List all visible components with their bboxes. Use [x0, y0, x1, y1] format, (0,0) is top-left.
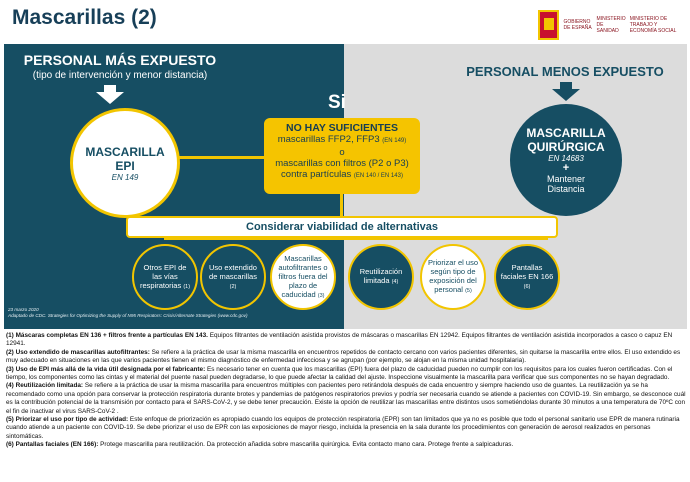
note-1-head: (1) Máscaras completas EN 136 + filtros … — [6, 332, 208, 339]
epi-title-1: MASCARILLA — [85, 144, 165, 159]
option-3-ref: (3) — [317, 292, 325, 299]
source-text: Adaptado de CDC. Strategies for Optimizi… — [8, 313, 248, 318]
option-3-text: Mascarillas autofiltrantes o filtros fue… — [278, 253, 328, 299]
epi-title-2: EPI — [115, 158, 135, 173]
note-1: (1) Máscaras completas EN 136 + filtros … — [6, 332, 686, 349]
option-6-circle: Pantallas faciales EN 166 (6) — [494, 244, 560, 310]
option-4-text: Reutilización limitada — [359, 267, 403, 285]
arrow-head-right-icon — [552, 89, 580, 101]
epi-std: EN 149 — [111, 172, 139, 182]
footnotes: (1) Máscaras completas EN 136 + filtros … — [6, 332, 686, 450]
option-1-circle: Otros EPI de las vías respiratorias (1) — [132, 244, 198, 310]
note-4-head: (4) Reutilización limitada: — [6, 382, 84, 390]
note-2: (2) Uso extendido de mascarillas autofil… — [6, 349, 686, 366]
shortage-line2: mascarillas con filtros (P2 o P3) — [275, 158, 409, 169]
option-6-text: Pantallas faciales EN 166 — [500, 262, 554, 281]
note-2-body: Se refiere a la práctica de usar la mism… — [6, 348, 681, 365]
note-6: (6) Pantallas faciales (EN 166): Protege… — [6, 441, 686, 449]
government-logo: GOBIERNO DE ESPAÑA MINISTERIO DE SANIDAD… — [538, 8, 683, 42]
option-5-circle: Priorizar el uso según tipo de exposició… — [420, 244, 486, 310]
shortage-line3-std: (EN 140 / EN 143) — [353, 173, 403, 179]
surgical-title-2: QUIRÚRGICA — [527, 140, 605, 154]
note-4: (4) Reutilización limitada: Se refiere a… — [6, 382, 686, 416]
option-2-ref: (2) — [229, 283, 237, 290]
logo-ministry: MINISTERIO DE SANIDAD — [596, 16, 626, 34]
note-5: (5) Priorizar el uso por tipo de activid… — [6, 416, 686, 441]
note-4-body: Se refiere a la práctica de usar la mism… — [6, 382, 686, 415]
option-1-text: Otros EPI de las vías respiratorias — [139, 262, 187, 290]
surgical-std: EN 14683 — [548, 154, 584, 163]
less-exposed-heading: PERSONAL MENOS EXPUESTO — [466, 64, 664, 79]
shortage-title: NO HAY SUFICIENTES — [285, 122, 399, 134]
surgical-extra-2: Distancia — [547, 184, 585, 194]
surgical-title-1: MASCARILLA — [526, 126, 606, 140]
option-2-circle: Uso extendido de mascarillas (2) — [200, 244, 266, 310]
connector-epi-to-box — [174, 156, 264, 159]
arrow-head-left-icon — [96, 92, 124, 104]
note-3-head: (3) Uso de EPI más allá de la vida útil … — [6, 365, 206, 373]
alternatives-bar: Considerar viabilidad de alternativas — [126, 216, 558, 238]
page-title: Mascarillas (2) — [12, 6, 157, 29]
shortage-or: o — [339, 147, 345, 158]
note-2-head: (2) Uso extendido de mascarillas autofil… — [6, 348, 150, 356]
option-1-ref: (1) — [183, 283, 191, 290]
note-1-body: Equipos filtrantes de ventilación asisti… — [6, 332, 673, 348]
alternatives-tree-line — [164, 238, 548, 240]
arrow-down-right-icon — [560, 82, 572, 90]
option-2-text: Uso extendido de mascarillas — [209, 262, 257, 281]
logo-extra: MINISTERIO DE TRABAJO Y ECONOMÍA SOCIAL — [629, 16, 677, 34]
shortage-box: NO HAY SUFICIENTES mascarillas FFP2, FFP… — [264, 118, 420, 194]
epi-mask-circle: MASCARILLA EPI EN 149 — [70, 108, 180, 218]
surgical-plus: + — [562, 162, 570, 174]
coat-of-arms-icon — [538, 10, 560, 40]
option-5-ref: (5) — [465, 288, 472, 294]
connector-box-down — [340, 194, 343, 216]
note-5-head: (5) Priorizar el uso por tipo de activid… — [6, 416, 129, 424]
shortage-line1: mascarillas FFP2, FFP3 — [277, 134, 380, 145]
option-6-ref: (6) — [523, 283, 531, 290]
logo-org: GOBIERNO DE ESPAÑA — [563, 19, 592, 31]
shortage-line3: contra partículas — [281, 169, 352, 180]
note-3: (3) Uso de EPI más allá de la vida útil … — [6, 366, 686, 383]
shortage-line1-std: (EN 149) — [382, 138, 407, 144]
option-5-text: Priorizar el uso según tipo de exposició… — [427, 258, 479, 294]
source-date: 23 marzo 2020 — [8, 307, 39, 312]
option-4-circle: Reutilización limitada (4) — [348, 244, 414, 310]
arrow-down-left-icon — [104, 85, 116, 93]
more-exposed-heading: PERSONAL MÁS EXPUESTO — [23, 52, 217, 68]
source-note: 23 marzo 2020 Adaptado de CDC. Strategie… — [8, 307, 338, 319]
note-5-body: Este enfoque de priorización es apropiad… — [6, 416, 680, 440]
option-3-circle: Mascarillas autofiltrantes o filtros fue… — [270, 244, 336, 310]
note-3-body: Es necesario tener en cuenta que los mas… — [6, 365, 673, 382]
note-6-body: Protege mascarilla para reutilización. D… — [98, 441, 514, 449]
surgical-mask-circle: MASCARILLA QUIRÚRGICA EN 14683 + Mantene… — [510, 104, 622, 216]
more-exposed-subheading: (tipo de intervención y menor distancia) — [32, 70, 208, 81]
note-6-head: (6) Pantallas faciales (EN 166): — [6, 441, 99, 449]
option-4-ref: (4) — [391, 279, 399, 285]
si-label: Si — [328, 92, 346, 113]
surgical-extra-1: Mantener — [546, 174, 586, 184]
